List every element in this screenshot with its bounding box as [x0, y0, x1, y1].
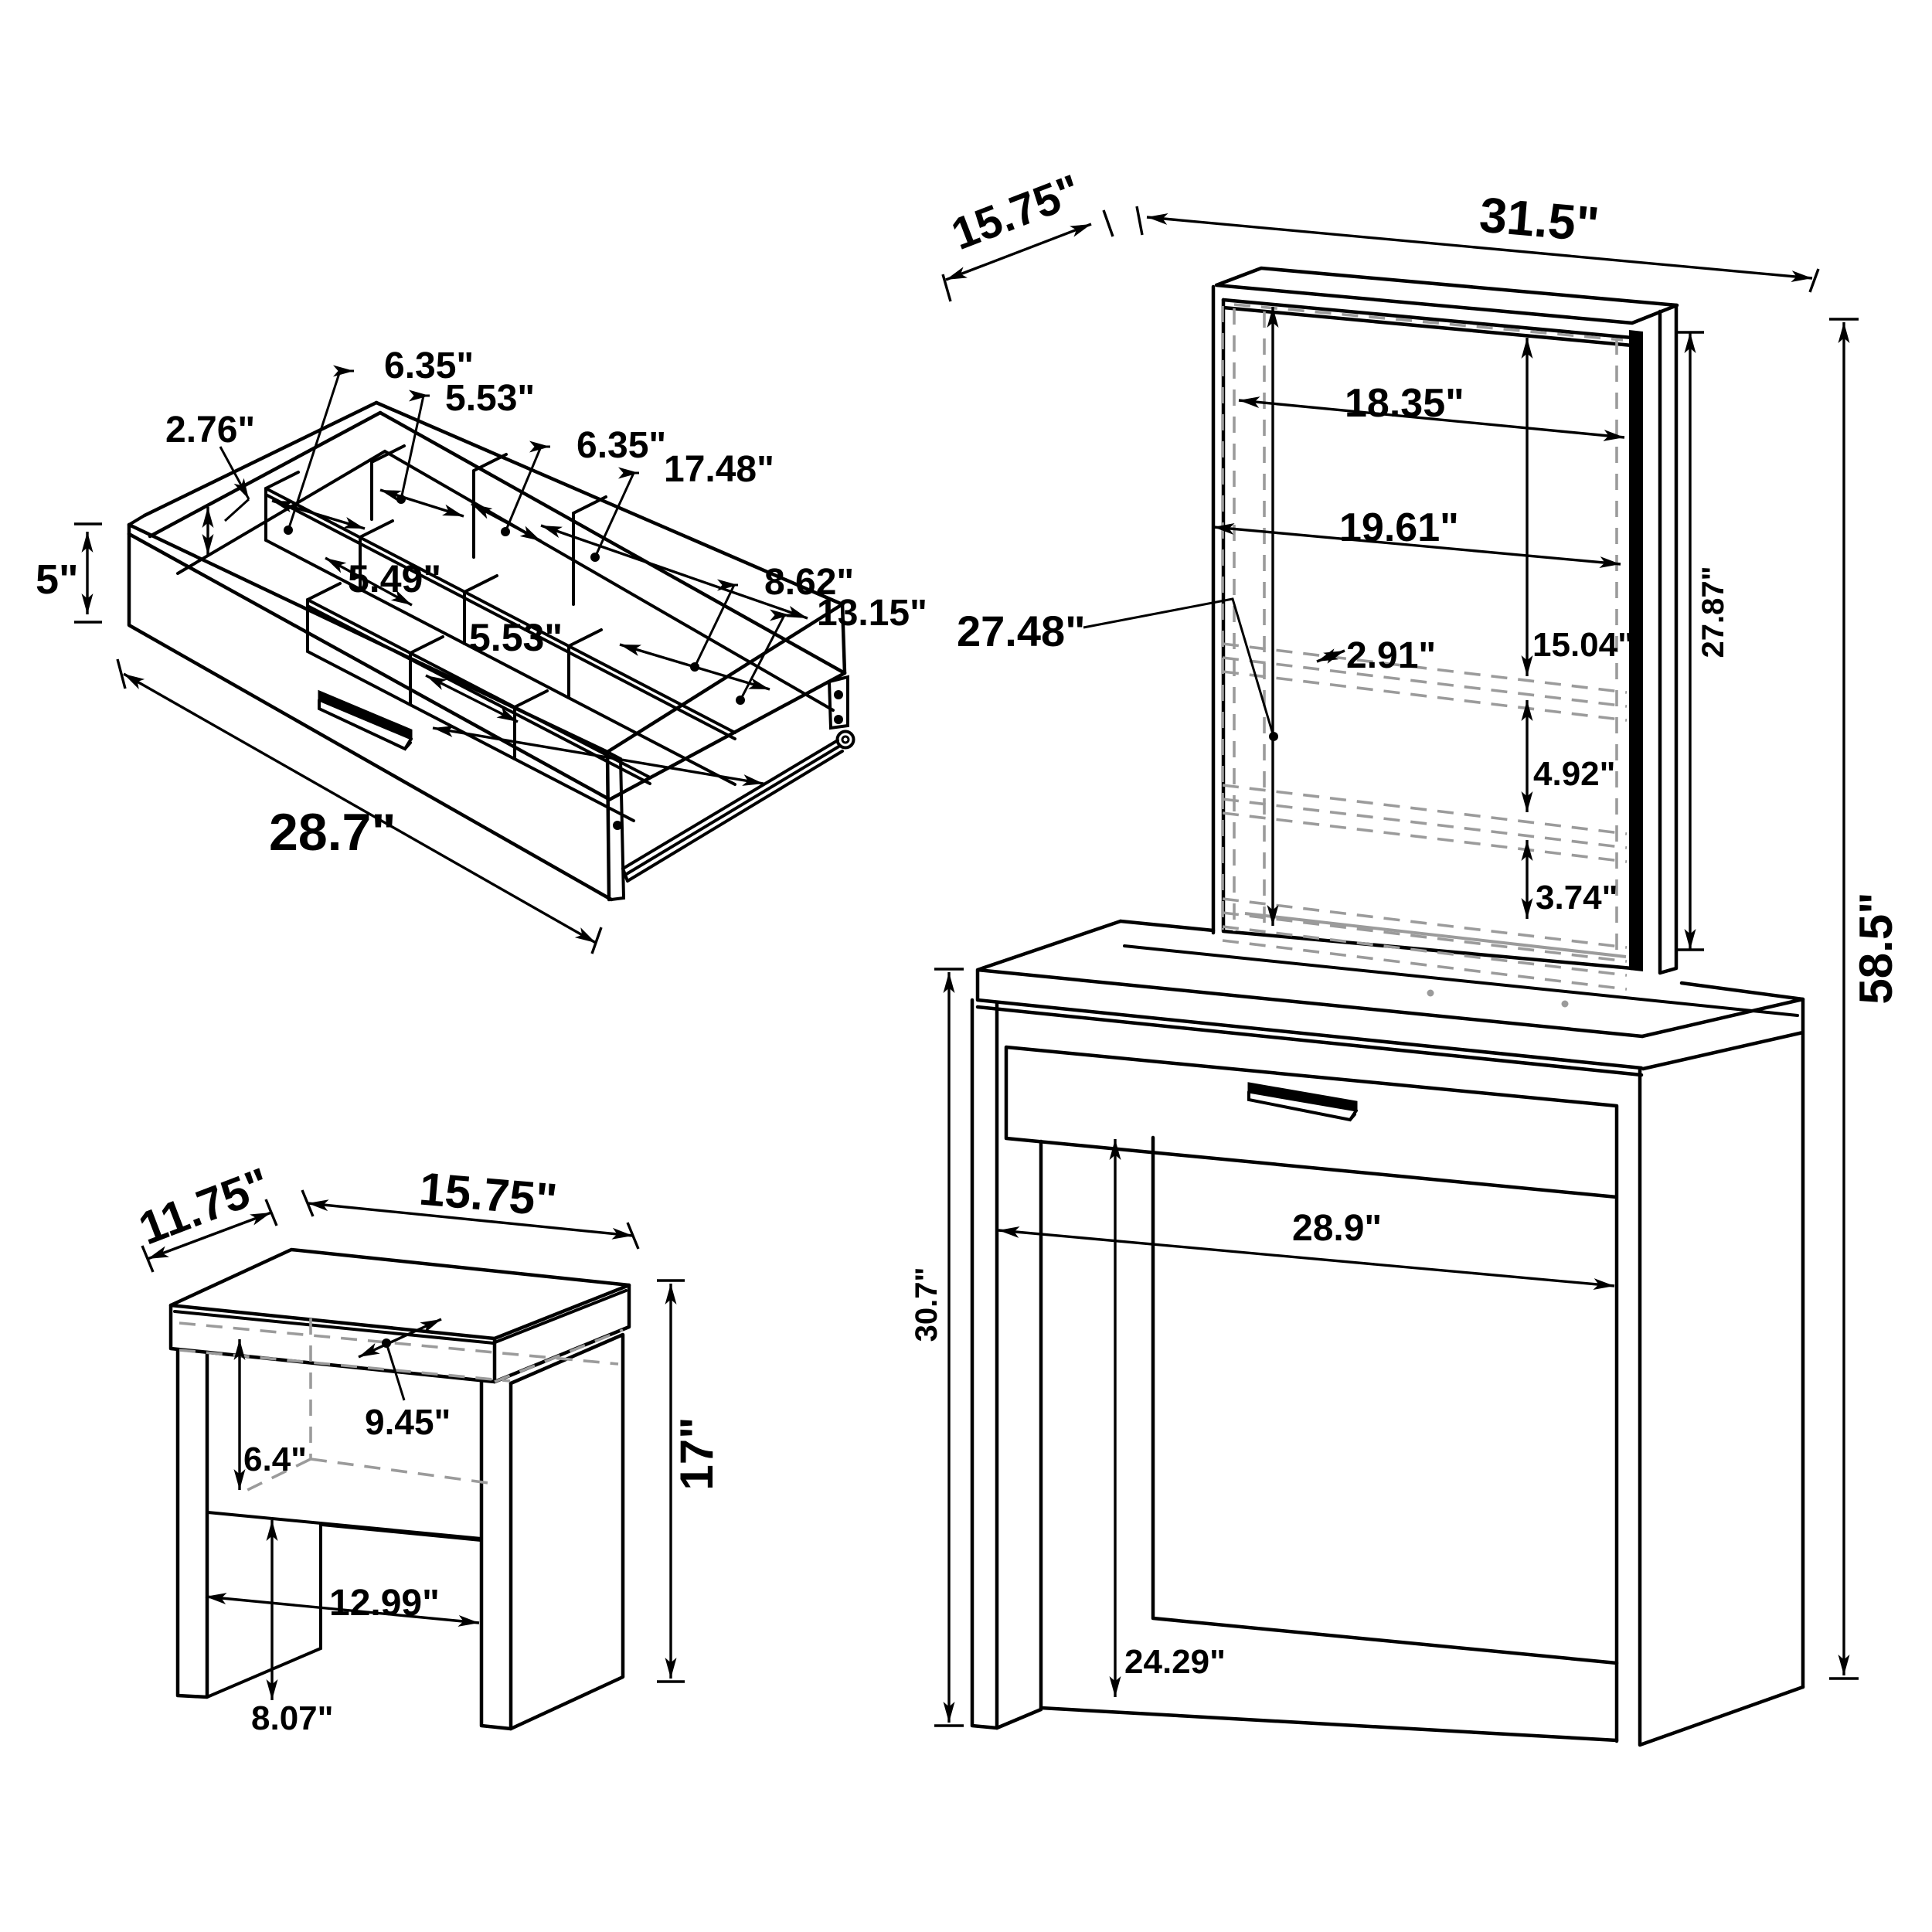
svg-text:5.49": 5.49": [348, 557, 441, 600]
svg-text:9.45": 9.45": [365, 1402, 451, 1442]
svg-text:28.7": 28.7": [269, 803, 396, 862]
svg-text:13.15": 13.15": [817, 593, 927, 634]
svg-text:6.35": 6.35": [577, 425, 666, 466]
svg-text:2.76": 2.76": [165, 410, 255, 451]
svg-text:5.53": 5.53": [445, 378, 535, 419]
svg-text:5.53": 5.53": [469, 616, 563, 659]
svg-text:58.5": 58.5": [1850, 892, 1902, 1004]
svg-text:28.9": 28.9": [1292, 1208, 1382, 1249]
svg-text:12.99": 12.99": [329, 1583, 440, 1624]
svg-text:6.35": 6.35": [384, 345, 474, 386]
svg-text:6.4": 6.4": [243, 1440, 307, 1478]
svg-text:3.74": 3.74": [1536, 879, 1618, 917]
svg-text:17": 17": [671, 1417, 723, 1490]
svg-text:18.35": 18.35": [1345, 381, 1464, 426]
svg-text:27.87": 27.87": [1696, 566, 1730, 658]
svg-text:27.48": 27.48": [957, 607, 1086, 655]
svg-text:24.29": 24.29": [1124, 1643, 1226, 1681]
svg-text:19.61": 19.61": [1339, 505, 1459, 550]
svg-text:17.48": 17.48": [664, 449, 774, 490]
svg-text:8.62": 8.62": [764, 562, 854, 603]
svg-text:4.92": 4.92": [1533, 755, 1616, 793]
svg-text:15.04": 15.04": [1532, 626, 1634, 664]
svg-text:2.91": 2.91": [1346, 635, 1436, 676]
svg-text:15.75": 15.75": [417, 1162, 560, 1226]
svg-text:31.5": 31.5": [1478, 186, 1602, 252]
svg-text:8.07": 8.07": [251, 1699, 334, 1737]
svg-text:30.7": 30.7": [910, 1267, 944, 1342]
svg-text:5": 5": [36, 556, 79, 603]
